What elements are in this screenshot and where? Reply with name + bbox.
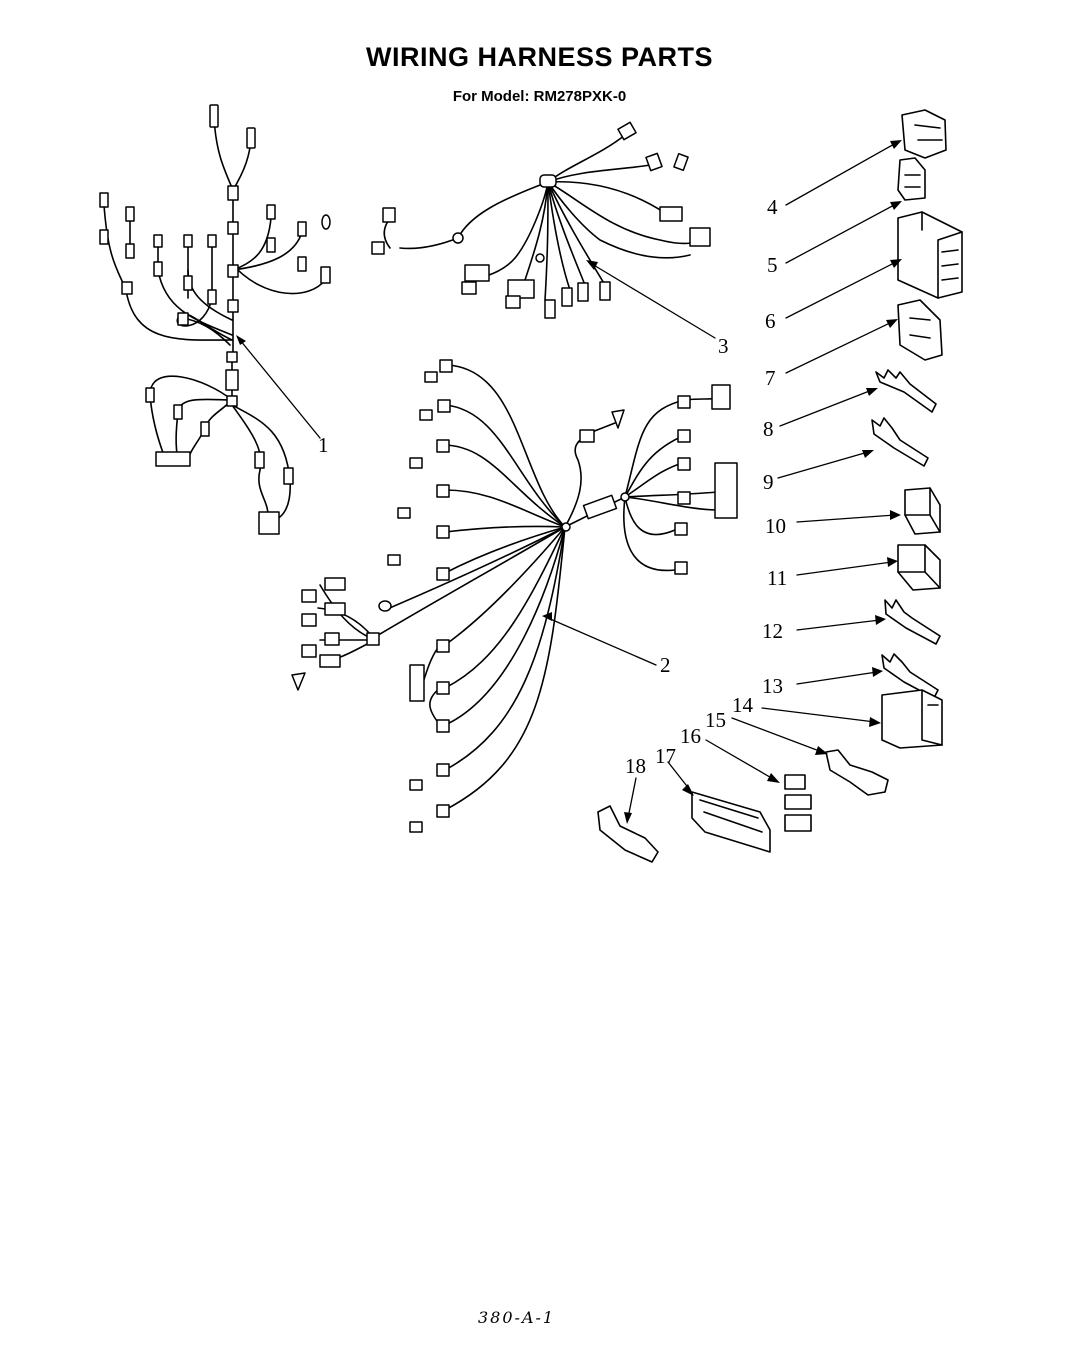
callout-10: 10 [765, 514, 786, 538]
callout-5: 5 [767, 253, 778, 277]
part-9-terminal [871, 417, 929, 467]
part-17-connector-strip [691, 791, 771, 853]
part-13-terminal [881, 653, 939, 699]
callout-7: 7 [765, 366, 776, 390]
callout-1: 1 [318, 433, 329, 457]
callout-9: 9 [763, 470, 774, 494]
callout-11: 11 [767, 566, 787, 590]
part-15-terminal [825, 749, 889, 796]
page-title: WIRING HARNESS PARTS [365, 42, 713, 72]
part-8-terminal [875, 369, 937, 413]
harness-1 [99, 104, 331, 535]
callout-8: 8 [763, 417, 774, 441]
callout-12: 12 [762, 619, 783, 643]
harness-3 [371, 121, 711, 319]
callout-16: 16 [680, 724, 701, 748]
page-footer-code: 380-A-1 [478, 1308, 556, 1327]
callout-numbers: 1 2 3 4 5 6 7 8 9 10 11 12 13 14 15 16 1… [318, 195, 787, 778]
part-5-connector [897, 157, 926, 201]
part-12-terminal [884, 599, 941, 645]
callout-13: 13 [762, 674, 783, 698]
harness-2 [291, 359, 738, 833]
leader-lines [239, 142, 897, 819]
callout-15: 15 [705, 708, 726, 732]
model-subtitle: For Model: RM278PXK-0 [452, 88, 627, 105]
callout-18: 18 [625, 754, 646, 778]
callout-4: 4 [767, 195, 778, 219]
part-6-connector-block [897, 211, 963, 299]
part-4-connector [901, 109, 947, 159]
part-14-cover [881, 689, 943, 749]
arrowheads [236, 140, 902, 824]
part-7-connector [897, 299, 943, 361]
callout-6: 6 [765, 309, 776, 333]
callout-14: 14 [732, 693, 754, 717]
callout-3: 3 [718, 334, 729, 358]
part-16-housing [784, 774, 812, 832]
callout-17: 17 [655, 744, 676, 768]
callout-2: 2 [660, 653, 671, 677]
part-11-housing [897, 544, 941, 591]
part-10-housing [904, 487, 941, 535]
part-18-clip [597, 805, 659, 863]
